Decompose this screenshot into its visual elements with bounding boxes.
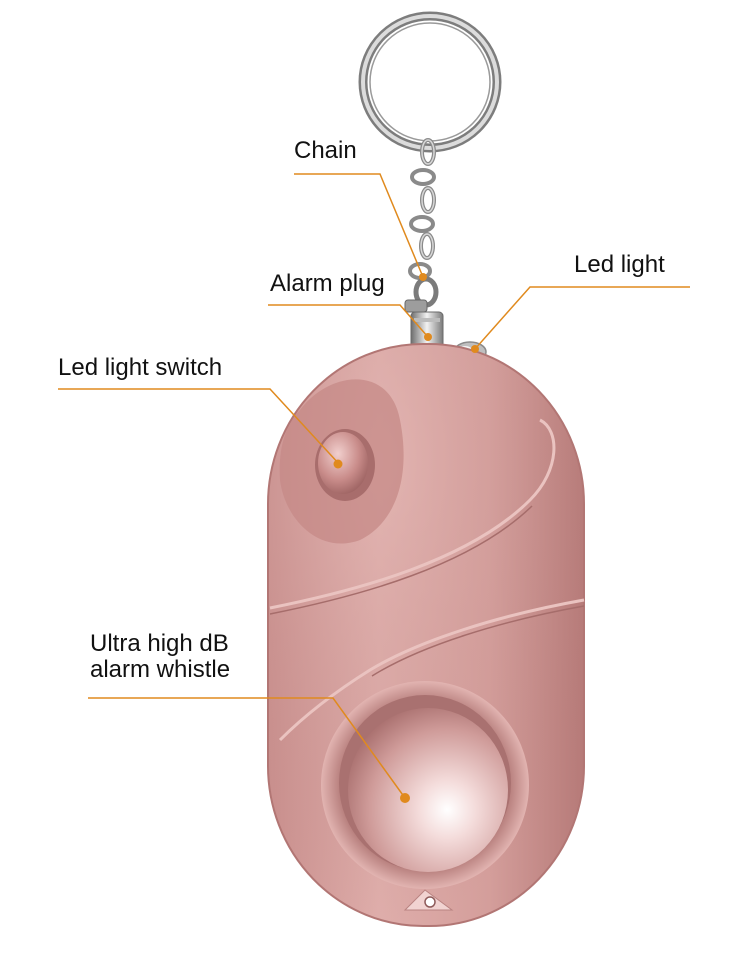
callout-lines — [58, 173, 690, 799]
lanyard-hole — [403, 889, 454, 911]
callout-dots — [333, 273, 479, 803]
key-ring — [358, 11, 502, 153]
led-light-switch — [315, 429, 375, 501]
callout-led-light: Led light — [574, 251, 665, 278]
callout-alarm-plug: Alarm plug — [270, 270, 385, 297]
callout-whistle-line1: Ultra high dB — [90, 630, 229, 657]
alarm-whistle — [321, 681, 529, 889]
callout-chain: Chain — [294, 137, 357, 164]
callout-whistle-line2: alarm whistle — [90, 656, 231, 683]
alarm-body — [267, 343, 585, 927]
callout-led-light-switch: Led light switch — [58, 354, 223, 381]
